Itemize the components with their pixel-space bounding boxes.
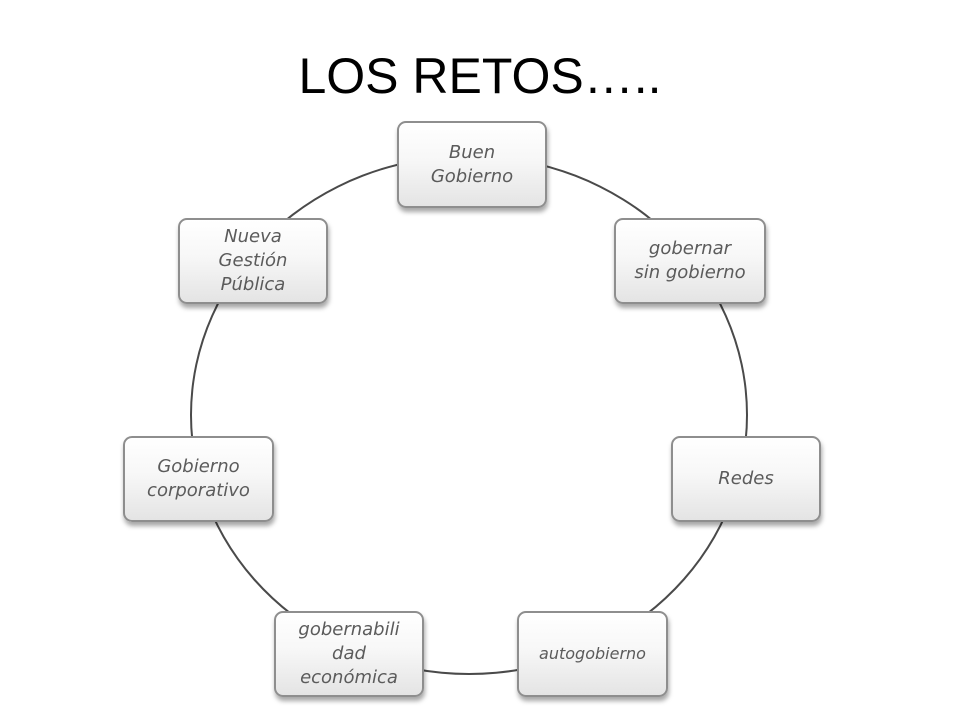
node-gobernar-sin-gobierno[interactable]: gobernar sin gobierno: [614, 218, 766, 304]
node-label: Redes: [718, 468, 774, 489]
slide-title: LOS RETOS…..: [298, 48, 662, 104]
node-label: Gobierno corporativo: [147, 456, 250, 501]
node-label: Nueva Gestión Pública: [218, 226, 288, 295]
node-gobierno-corporativo[interactable]: Gobierno corporativo: [123, 436, 274, 522]
node-label: Buen Gobierno: [430, 141, 514, 187]
node-redes[interactable]: Redes: [671, 436, 821, 522]
node-gobernabilidad-economica[interactable]: gobernabili dad económica: [274, 611, 424, 697]
node-label: autogobierno: [539, 644, 646, 663]
node-buen-gobierno[interactable]: Buen Gobierno: [397, 121, 547, 208]
node-label: gobernar sin gobierno: [634, 238, 746, 283]
node-autogobierno[interactable]: autogobierno: [517, 611, 668, 697]
node-nueva-gestion-publica[interactable]: Nueva Gestión Pública: [178, 218, 328, 304]
node-label: gobernabili dad económica: [298, 619, 400, 688]
